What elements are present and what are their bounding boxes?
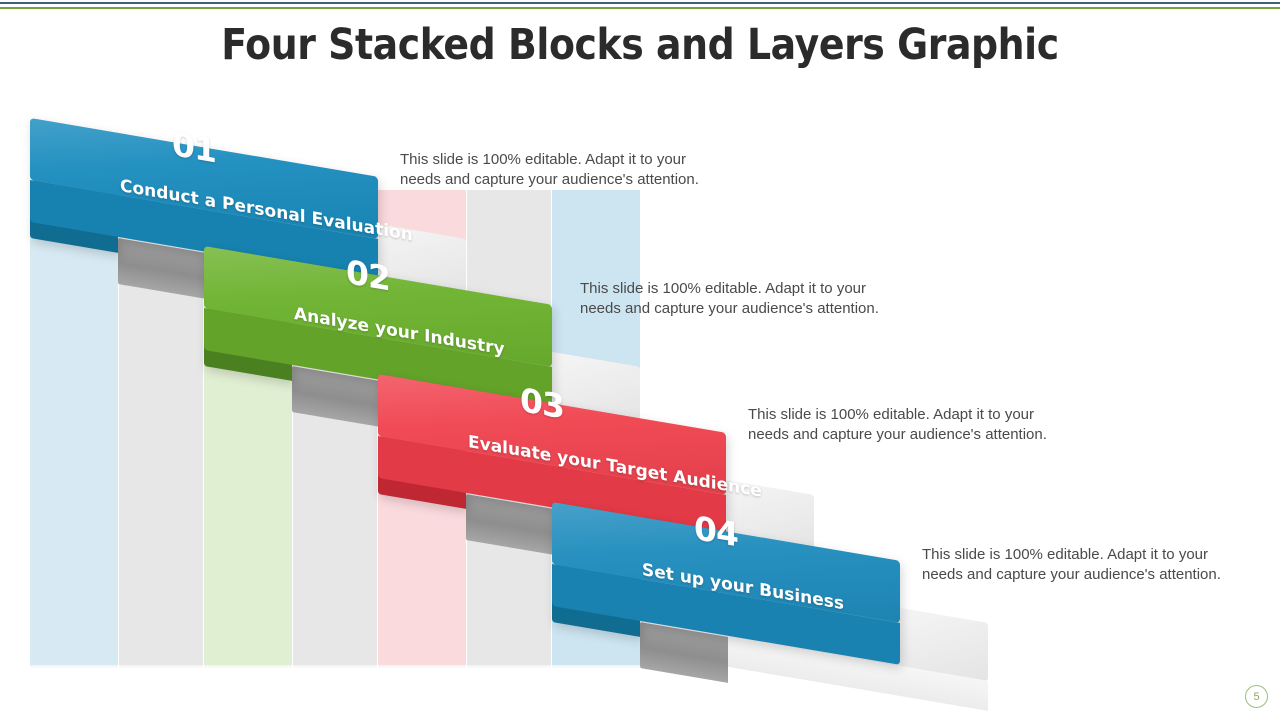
block-description-01: This slide is 100% editable. Adapt it to… bbox=[400, 151, 699, 188]
top-rule-green bbox=[0, 7, 1280, 9]
block-description-03: This slide is 100% editable. Adapt it to… bbox=[748, 406, 1047, 443]
block-description-02: This slide is 100% editable. Adapt it to… bbox=[580, 280, 879, 317]
block-description-04: This slide is 100% editable. Adapt it to… bbox=[922, 546, 1221, 583]
top-rule-cream bbox=[0, 12, 1280, 13]
page-number-badge: 5 bbox=[1245, 685, 1268, 708]
top-rule-blue bbox=[0, 2, 1280, 4]
page-title: Four Stacked Blocks and Layers Graphic bbox=[221, 20, 1059, 70]
base-column bbox=[30, 190, 118, 669]
